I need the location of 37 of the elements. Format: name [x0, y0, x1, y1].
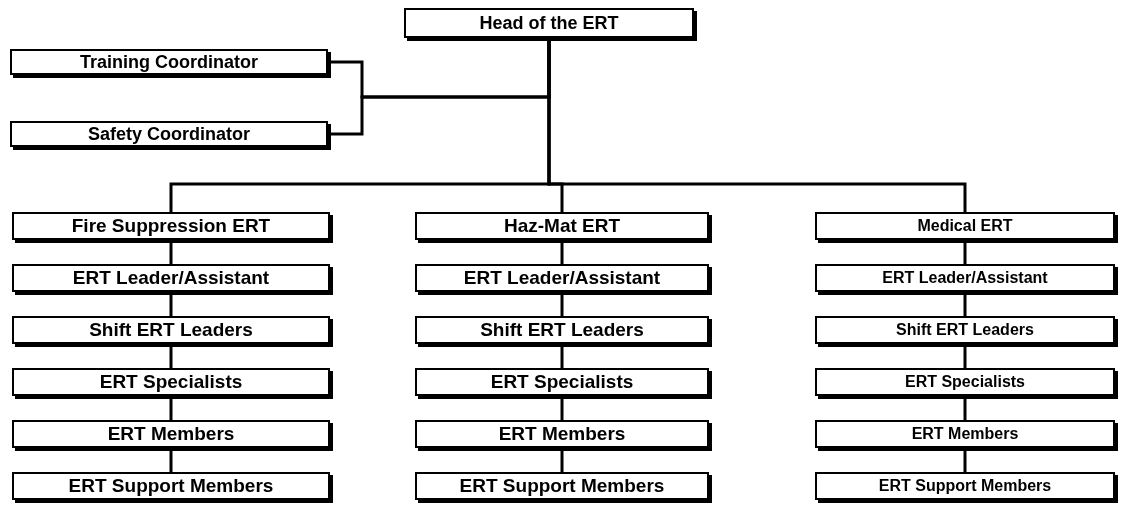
- org-box: ERT Members: [12, 420, 330, 448]
- org-box: Medical ERT: [815, 212, 1115, 240]
- connector-line: [963, 399, 967, 420]
- org-box: Shift ERT Leaders: [815, 316, 1115, 344]
- connector-line: [560, 295, 564, 316]
- org-box: Shift ERT Leaders: [415, 316, 709, 344]
- org-box: Fire Suppression ERT: [12, 212, 330, 240]
- connector-line: [963, 243, 967, 264]
- org-box: Training Coordinator: [10, 49, 328, 75]
- org-box: ERT Specialists: [815, 368, 1115, 396]
- org-box: ERT Support Members: [815, 472, 1115, 500]
- org-box: ERT Members: [415, 420, 709, 448]
- connector-line: [963, 451, 967, 472]
- org-box: ERT Specialists: [12, 368, 330, 396]
- connector-line: [547, 41, 967, 212]
- connector-line: [169, 295, 173, 316]
- connector-line: [169, 451, 173, 472]
- org-box: Haz-Mat ERT: [415, 212, 709, 240]
- connector-line: [560, 399, 564, 420]
- connector-line: [560, 451, 564, 472]
- org-box: Head of the ERT: [404, 8, 694, 38]
- org-box: ERT Support Members: [12, 472, 330, 500]
- connector-line: [963, 295, 967, 316]
- connector-line: [560, 347, 564, 368]
- connector-line: [169, 399, 173, 420]
- org-box: Shift ERT Leaders: [12, 316, 330, 344]
- connector-line: [169, 243, 173, 264]
- org-box: ERT Leader/Assistant: [815, 264, 1115, 292]
- org-box: ERT Specialists: [415, 368, 709, 396]
- connector-line: [963, 347, 967, 368]
- connector-line: [560, 243, 564, 264]
- connector-line: [169, 347, 173, 368]
- org-box: ERT Leader/Assistant: [415, 264, 709, 292]
- org-box: ERT Leader/Assistant: [12, 264, 330, 292]
- org-box: ERT Members: [815, 420, 1115, 448]
- org-box: ERT Support Members: [415, 472, 709, 500]
- org-box: Safety Coordinator: [10, 121, 328, 147]
